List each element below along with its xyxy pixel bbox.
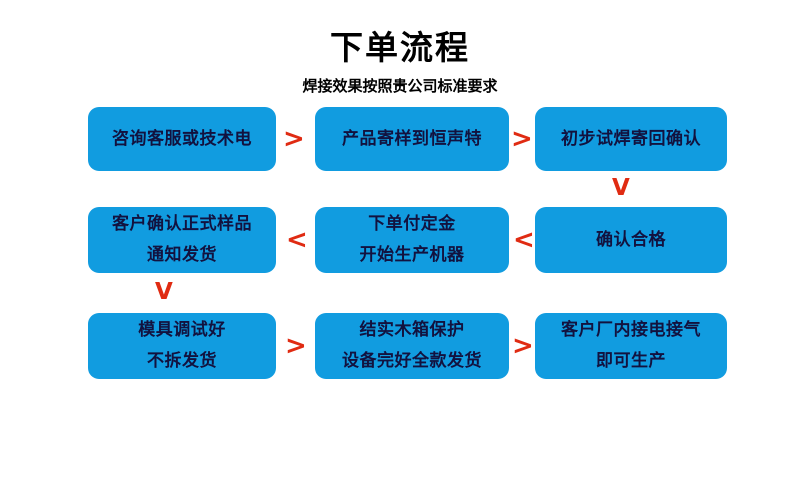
connector-arrow-right-icon: >: [285, 331, 307, 361]
flow-box-label: 开始生产机器: [359, 245, 465, 265]
connector-arrow-left-icon: <: [513, 225, 535, 255]
flow-box-label: 即可生产: [596, 351, 666, 371]
flow-box-label: 确认合格: [596, 230, 666, 250]
flow-box-label: 下单付定金: [368, 214, 456, 234]
flow-box-step-9[interactable]: 客户厂内接电接气 即可生产: [535, 313, 727, 379]
flow-box-label: 客户厂内接电接气: [561, 320, 701, 340]
flow-box-label: 通知发货: [147, 245, 217, 265]
connector-arrow-down-icon: V: [612, 175, 630, 201]
flow-box-step-5[interactable]: 下单付定金 开始生产机器: [315, 207, 509, 273]
connector-arrow-right-icon: >: [511, 124, 533, 154]
flow-box-label: 咨询客服或技术电: [112, 129, 252, 149]
connector-arrow-down-icon: V: [155, 279, 173, 305]
page-title: 下单流程: [330, 28, 470, 67]
flow-box-step-4[interactable]: 确认合格: [535, 207, 727, 273]
flow-box-step-2[interactable]: 产品寄样到恒声特: [315, 107, 509, 171]
connector-arrow-right-icon: >: [283, 124, 305, 154]
flow-box-step-3[interactable]: 初步试焊寄回确认: [535, 107, 727, 171]
connector-arrow-right-icon: >: [512, 331, 534, 361]
flow-box-label: 客户确认正式样品: [112, 214, 252, 234]
connector-arrow-left-icon: <: [286, 225, 308, 255]
flow-box-label: 不拆发货: [147, 351, 217, 371]
flow-box-label: 模具调试好: [138, 320, 226, 340]
flow-box-step-1[interactable]: 咨询客服或技术电: [88, 107, 276, 171]
flow-box-label: 初步试焊寄回确认: [561, 129, 701, 149]
flow-box-label: 设备完好全款发货: [342, 351, 482, 371]
flow-box-step-6[interactable]: 客户确认正式样品 通知发货: [88, 207, 276, 273]
flow-box-label: 结实木箱保护: [359, 320, 465, 340]
flow-box-step-7[interactable]: 模具调试好 不拆发货: [88, 313, 276, 379]
flow-box-label: 产品寄样到恒声特: [342, 129, 482, 149]
page-subtitle: 焊接效果按照贵公司标准要求: [302, 77, 498, 95]
flow-box-step-8[interactable]: 结实木箱保护 设备完好全款发货: [315, 313, 509, 379]
